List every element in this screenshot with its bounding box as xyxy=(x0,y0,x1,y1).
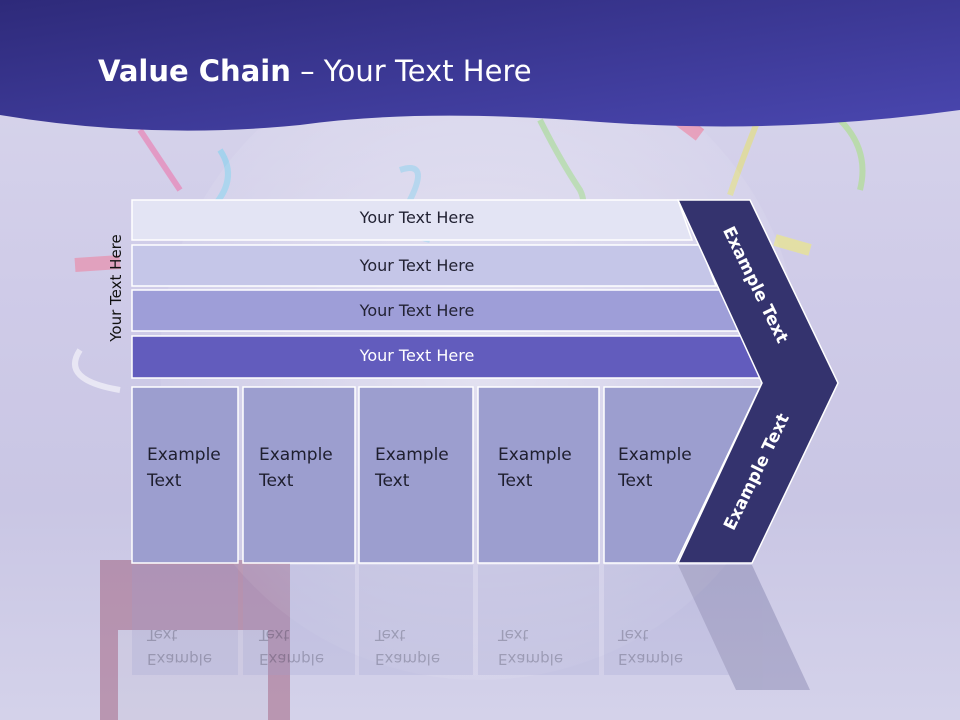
column-box-2 xyxy=(242,386,356,564)
column-box-4 xyxy=(477,386,600,564)
column-box-5 xyxy=(603,386,762,564)
column-label-3: Example Text xyxy=(375,445,449,491)
row-label-1: Your Text Here xyxy=(359,208,475,227)
title-rest: – Your Text Here xyxy=(290,54,532,88)
chevron xyxy=(676,199,839,564)
row-label-2: Your Text Here xyxy=(359,256,475,275)
row-label-4: Your Text Here xyxy=(359,346,475,365)
column-box-3 xyxy=(358,386,474,564)
row-label-3: Your Text Here xyxy=(359,301,475,320)
column-label-5: Example Text xyxy=(618,445,692,491)
column-label-1: Example Text xyxy=(147,445,221,491)
row-bar-2 xyxy=(131,244,718,287)
column-box-1 xyxy=(131,386,239,564)
column-label-2: Example Text xyxy=(259,445,333,491)
row-bar-1 xyxy=(131,199,694,241)
reflection-shapes xyxy=(132,565,810,690)
header-band xyxy=(0,0,960,131)
column-label-4: Example Text xyxy=(498,445,572,491)
title-bold: Value Chain xyxy=(98,54,291,88)
side-label: Your Text Here xyxy=(107,234,125,342)
page-title: Value Chain – Your Text Here xyxy=(98,54,532,88)
